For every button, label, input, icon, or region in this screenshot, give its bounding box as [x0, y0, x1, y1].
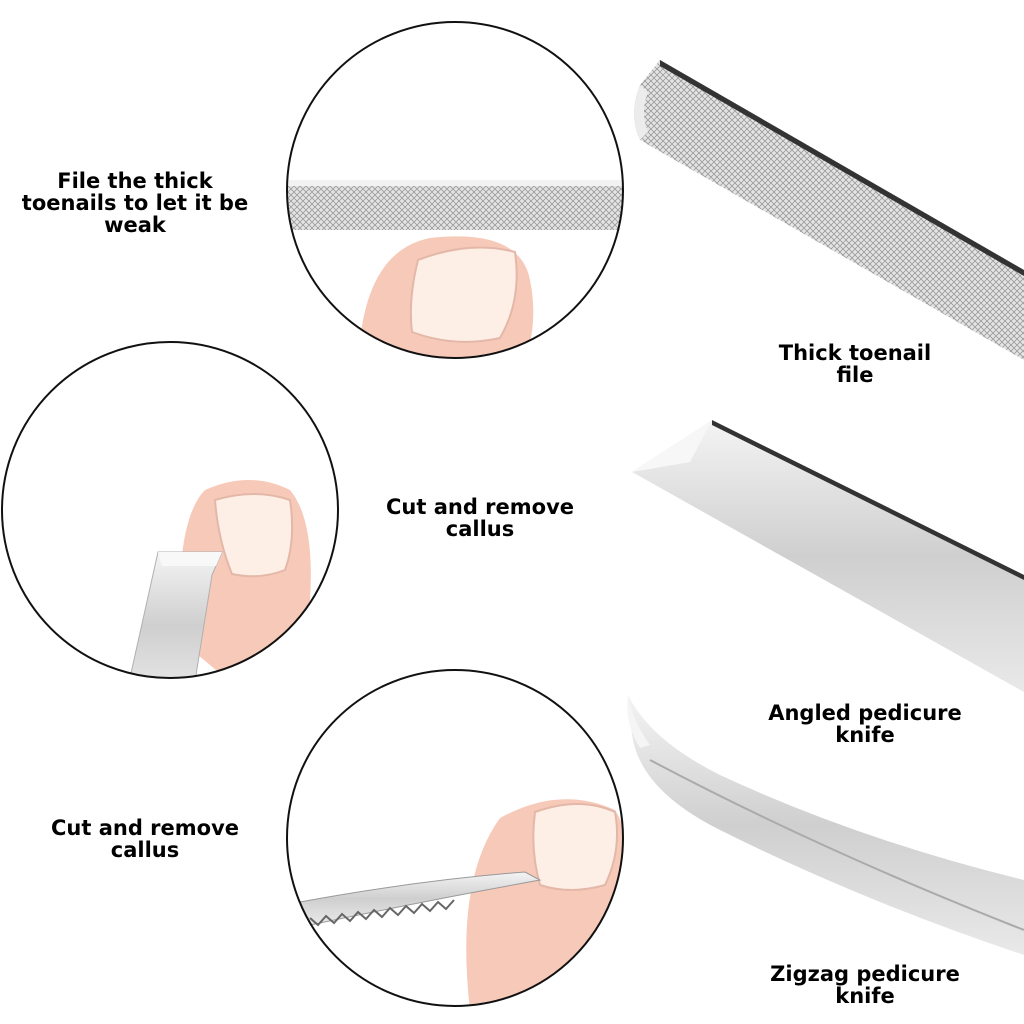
- label-zigzag-pedicure-knife: Zigzag pedicure knife: [770, 962, 960, 1008]
- thick-toenail-file-product: [634, 60, 1024, 360]
- zigzag-knife-illustration-circle: [286, 669, 624, 1007]
- label-cut-callus-bottom: Cut and remove callus: [50, 816, 239, 862]
- file-illustration-circle: [286, 21, 624, 359]
- zigzag-pedicure-knife-product: [627, 695, 1024, 955]
- label-thick-toenail-file: Thick toenail file: [778, 341, 932, 387]
- label-angled-pedicure-knife: Angled pedicure knife: [768, 701, 962, 747]
- label-cut-callus-middle: Cut and remove callus: [385, 495, 574, 541]
- angled-knife-illustration-circle: [1, 341, 339, 679]
- angled-pedicure-knife-product: [632, 420, 1024, 692]
- label-file-toenails: File the thick toenails to let it be wea…: [21, 169, 249, 237]
